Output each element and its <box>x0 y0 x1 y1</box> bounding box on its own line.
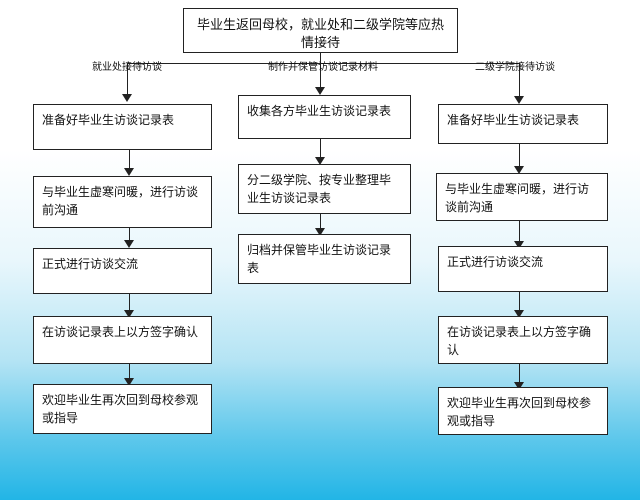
left-step-3-text: 正式进行访谈交流 <box>42 257 139 271</box>
arrow-head <box>514 310 524 318</box>
connector <box>129 364 130 380</box>
right-step-4: 在访谈记录表上以方签字确认 <box>438 316 608 364</box>
arrow-head <box>124 378 134 386</box>
mid-step-2-text: 分二级学院、按专业整理毕业生访谈记录表 <box>247 173 392 205</box>
right-step-2: 与毕业生虚寒问暖，进行访谈前沟通 <box>436 173 608 221</box>
mid-step-3-text: 归档并保管毕业生访谈记录表 <box>247 243 392 275</box>
left-step-2: 与毕业生虚寒问暖，进行访谈前沟通 <box>33 176 212 228</box>
connector <box>519 221 520 243</box>
connector <box>320 139 321 159</box>
mid-step-3: 归档并保管毕业生访谈记录表 <box>238 234 411 284</box>
connector-top-down <box>320 52 321 64</box>
arrow-head <box>122 94 132 102</box>
arrow-head <box>514 96 524 104</box>
arrow-head <box>514 241 524 249</box>
arrow-head <box>124 240 134 248</box>
right-step-2-text: 与毕业生虚寒问暖，进行访谈前沟通 <box>445 182 590 214</box>
arrow-head <box>124 310 134 318</box>
connector-mid-down <box>320 63 321 89</box>
branch-label-records: 制作并保管访谈记录材料 <box>268 62 378 73</box>
right-step-3-text: 正式进行访谈交流 <box>447 255 544 269</box>
arrow-head <box>514 166 524 174</box>
arrow-head <box>315 87 325 95</box>
connector <box>129 294 130 312</box>
connector-horizontal <box>127 63 519 64</box>
left-step-4: 在访谈记录表上以方签字确认 <box>33 316 212 364</box>
connector-left-down <box>127 63 128 96</box>
top-box: 毕业生返回母校，就业处和二级学院等应热情接待 <box>183 8 458 53</box>
branch-label-employment-office: 就业处接待访谈 <box>92 62 162 73</box>
connector <box>129 228 130 242</box>
mid-step-1-text: 收集各方毕业生访谈记录表 <box>247 104 392 118</box>
left-step-2-text: 与毕业生虚寒问暖，进行访谈前沟通 <box>42 185 199 217</box>
left-step-5-text: 欢迎毕业生再次回到母校参观或指导 <box>42 393 199 425</box>
left-step-4-text: 在访谈记录表上以方签字确认 <box>42 325 199 339</box>
right-step-5-text: 欢迎毕业生再次回到母校参观或指导 <box>447 396 592 428</box>
connector <box>320 214 321 230</box>
right-step-3: 正式进行访谈交流 <box>438 246 608 292</box>
left-step-5: 欢迎毕业生再次回到母校参观或指导 <box>33 384 212 434</box>
mid-step-1: 收集各方毕业生访谈记录表 <box>238 95 411 139</box>
right-step-1-text: 准备好毕业生访谈记录表 <box>447 113 580 127</box>
connector <box>519 144 520 168</box>
connector <box>519 292 520 312</box>
connector <box>519 364 520 384</box>
arrow-head <box>514 382 524 390</box>
right-step-4-text: 在访谈记录表上以方签字确认 <box>447 325 592 357</box>
arrow-head <box>315 157 325 165</box>
mid-step-2: 分二级学院、按专业整理毕业生访谈记录表 <box>238 164 411 214</box>
top-box-text: 毕业生返回母校，就业处和二级学院等应热情接待 <box>196 18 444 51</box>
arrow-head <box>315 228 325 236</box>
connector-right-down <box>519 63 520 98</box>
right-step-1: 准备好毕业生访谈记录表 <box>438 104 608 144</box>
arrow-head <box>124 168 134 176</box>
left-step-1: 准备好毕业生访谈记录表 <box>33 104 212 150</box>
left-step-3: 正式进行访谈交流 <box>33 248 212 294</box>
right-step-5: 欢迎毕业生再次回到母校参观或指导 <box>438 387 608 435</box>
connector <box>129 150 130 170</box>
branch-label-college: 二级学院接待访谈 <box>475 62 555 73</box>
left-step-1-text: 准备好毕业生访谈记录表 <box>42 113 175 127</box>
